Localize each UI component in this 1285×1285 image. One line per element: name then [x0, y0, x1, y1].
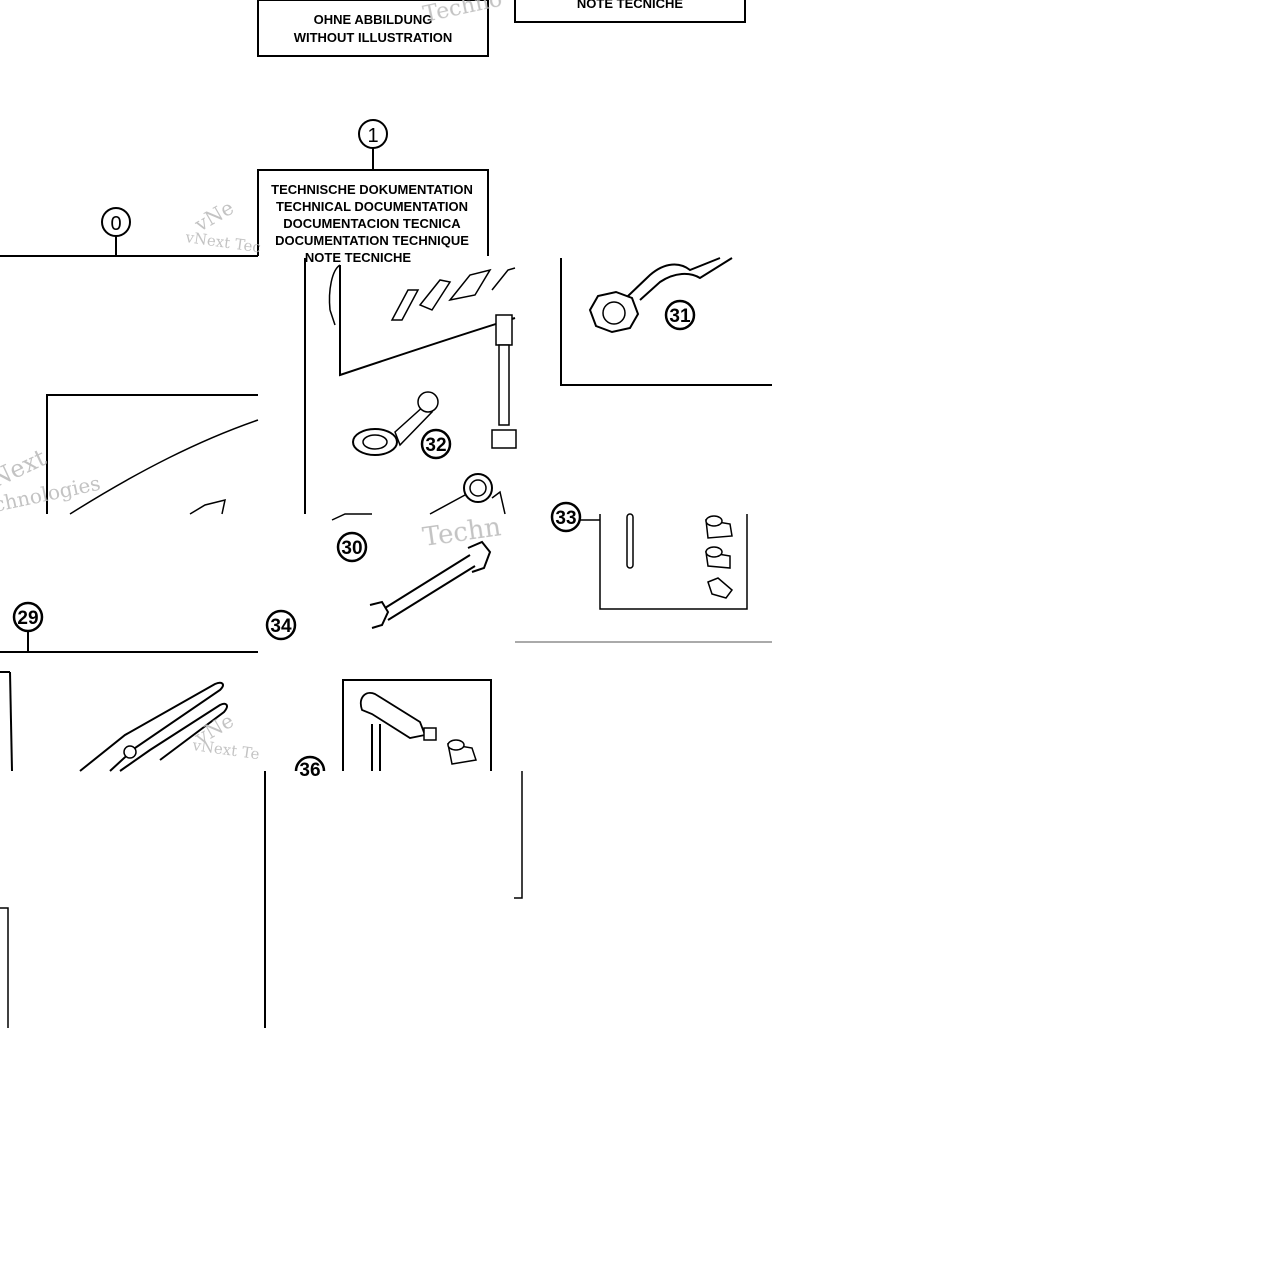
note-tecniche-top-line: NOTE TECNICHE	[577, 0, 684, 11]
tech-doc-line-es: DOCUMENTACION TECNICA	[283, 216, 461, 231]
t-handle-box	[342, 679, 492, 771]
socket-adapter	[447, 739, 477, 765]
tech-doc-line-de: TECHNISCHE DOKUMENTATION	[271, 182, 473, 197]
tech-doc-line-it: NOTE TECNICHE	[305, 250, 412, 265]
ring-wrench-31	[560, 257, 772, 386]
callout-32: 32	[420, 428, 452, 460]
document-outline-left	[46, 394, 259, 515]
callout-31: 31	[664, 299, 696, 331]
callout-34-number: 34	[270, 616, 292, 637]
callout-29-number: 29	[17, 608, 38, 629]
ktm-logo	[390, 267, 516, 321]
watermark-b: Techn	[421, 512, 503, 553]
technical-documentation-box: TECHNISCHE DOKUMENTATION TECHNICAL DOCUM…	[257, 169, 489, 265]
callout-1-number: 1	[367, 125, 378, 147]
tool-kit-folder	[304, 258, 516, 514]
callout-29: 29	[0, 601, 258, 653]
box-wrench-32	[352, 391, 439, 456]
callout-34: 34	[265, 609, 297, 641]
watermarks: vNext Tec vNe Techno Next chnologies Tec…	[0, 0, 504, 763]
callout-33-number: 33	[555, 508, 576, 529]
without-illustration-line-1: OHNE ABBILDUNG	[314, 12, 433, 27]
without-illustration-line-2: WITHOUT ILLUSTRATION	[294, 30, 453, 45]
callout-0-number: 0	[110, 213, 121, 235]
callout-33: 33	[550, 501, 600, 533]
tech-doc-line-en: TECHNICAL DOCUMENTATION	[276, 199, 468, 214]
without-illustration-box: OHNE ABBILDUNG WITHOUT ILLUSTRATION	[257, 0, 489, 57]
callout-0: 0	[0, 207, 258, 257]
callout-30: 30	[331, 513, 372, 563]
hex-bit-3	[707, 577, 734, 599]
socket-bit-1	[705, 515, 733, 539]
callout-36: 36	[294, 755, 326, 781]
callout-36-number: 36	[299, 760, 320, 781]
watermark-a: vNext Tec	[183, 228, 262, 257]
tech-doc-line-fr: DOCUMENTATION TECHNIQUE	[275, 233, 469, 248]
spark-plug-wrench	[491, 314, 517, 449]
row4-right-border	[514, 771, 523, 899]
pliers	[0, 671, 228, 772]
row4-small-frame	[0, 907, 9, 1028]
callout-30-number: 30	[341, 538, 362, 559]
open-end-wrench	[369, 540, 492, 629]
callout-31-number: 31	[669, 306, 691, 327]
note-tecniche-top-box: NOTE TECNICHE	[514, 0, 746, 23]
ring-wrench-30-top	[429, 473, 506, 515]
callout-1: 1	[358, 119, 388, 170]
bit-set-box	[599, 513, 748, 610]
callout-32-number: 32	[425, 435, 446, 456]
socket-bit-2	[705, 546, 731, 569]
